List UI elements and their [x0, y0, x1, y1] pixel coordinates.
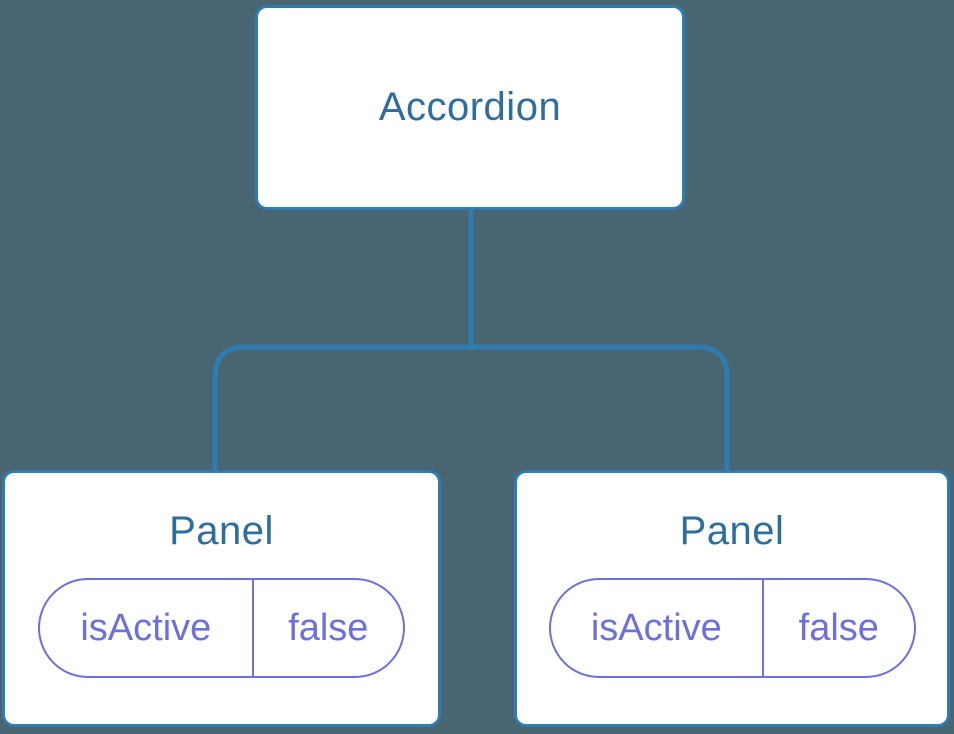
panel-node-label: Panel — [169, 509, 274, 553]
tree-node-panel-2: Panel isActive false — [514, 470, 950, 727]
state-pill: isActive false — [548, 578, 916, 678]
state-name: isActive — [551, 580, 765, 676]
state-value: false — [288, 606, 369, 649]
tree-node-panel-1: Panel isActive false — [2, 470, 441, 727]
state-name: isActive — [40, 580, 254, 676]
state-value: false — [798, 606, 879, 649]
panel-node-label: Panel — [679, 509, 785, 553]
accordion-node-label: Accordion — [378, 85, 562, 129]
state-pill: isActive false — [38, 578, 405, 678]
connector-branch-bracket — [212, 344, 730, 470]
tree-node-accordion: Accordion — [255, 5, 685, 210]
